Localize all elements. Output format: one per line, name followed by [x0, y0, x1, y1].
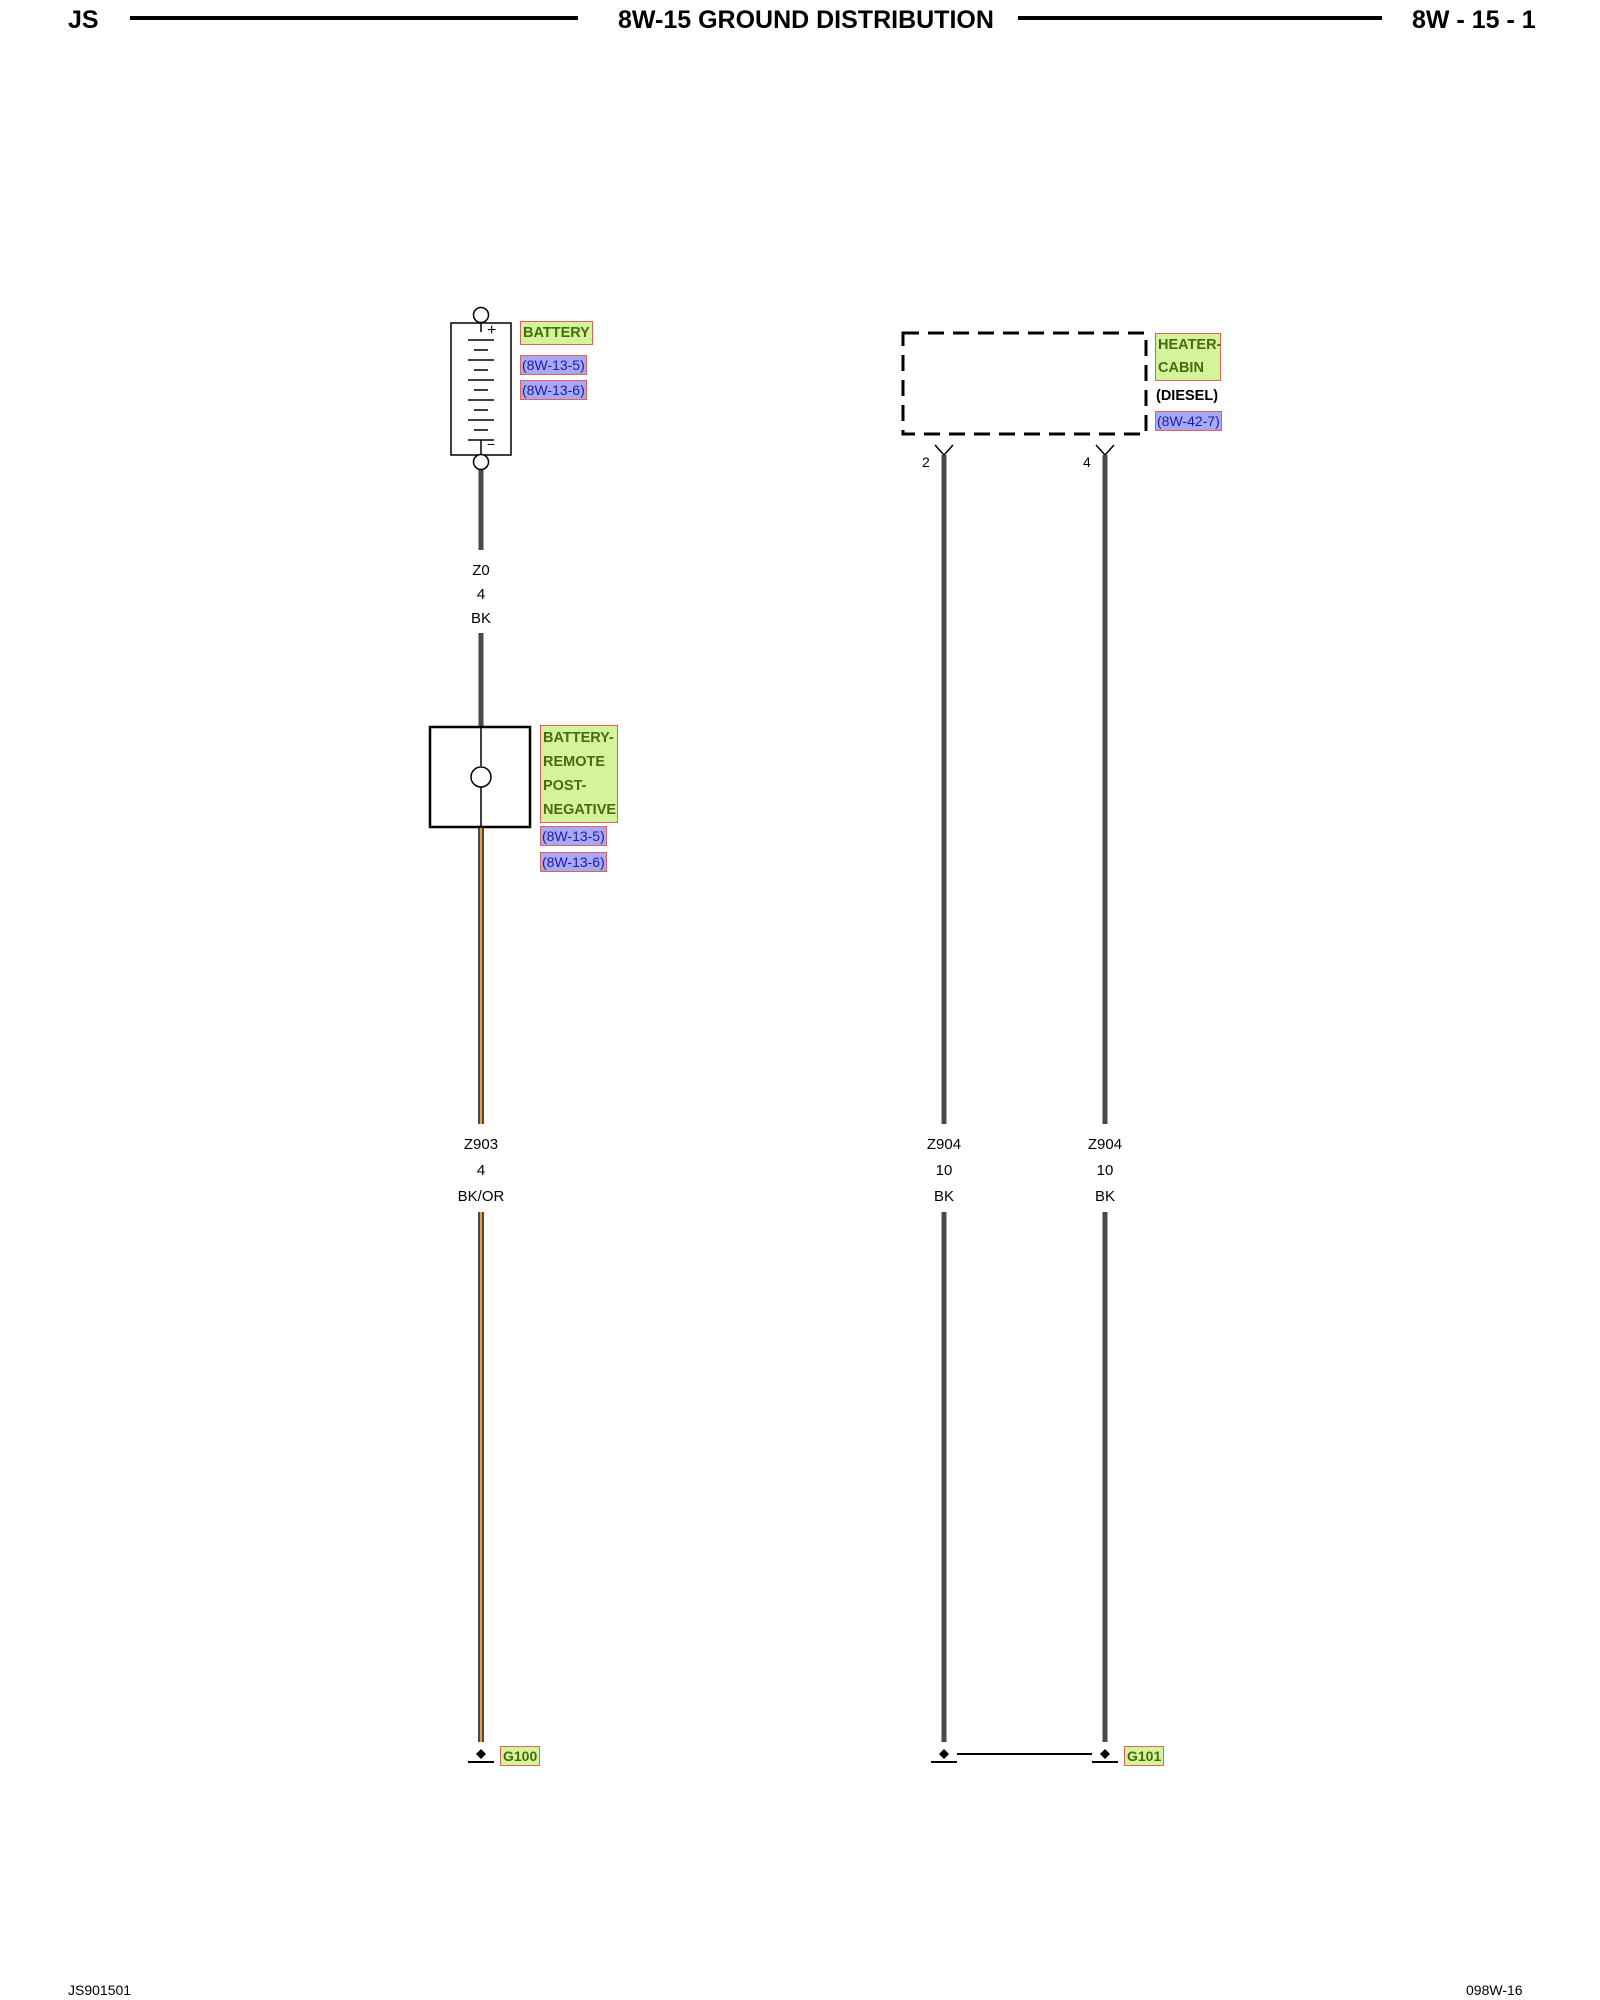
battery-plus-sign: +	[487, 322, 497, 339]
wire-z904-b-color: BK	[1094, 1188, 1115, 1205]
footer-diagram-id: JS901501	[68, 1982, 132, 1998]
heater-cabin-label[interactable]: HEATER- CABIN	[1155, 333, 1221, 381]
heater-pin-4-connector	[1095, 444, 1115, 457]
wire-z903-gauge: 4	[476, 1162, 486, 1179]
footer-revision: 098W-16	[1466, 1982, 1523, 1998]
remote-post-label-line-2: REMOTE	[543, 754, 606, 770]
heater-cabin-label-line-1: HEATER-	[1158, 337, 1222, 353]
wire-z904-a-circuit: Z904	[926, 1136, 962, 1153]
page-number: 8W - 15 - 1	[1412, 6, 1536, 34]
heater-cabin-box[interactable]	[901, 331, 1148, 436]
ground-g101-symbol[interactable]	[931, 1749, 1118, 1763]
heater-cabin-label-line-2: CABIN	[1158, 360, 1204, 376]
heater-pin-4-label: 4	[1083, 454, 1091, 470]
heater-variant-label: (DIESEL)	[1156, 388, 1219, 404]
wire-z904-b-gauge: 10	[1096, 1162, 1114, 1179]
heater-ref[interactable]: (8W-42-7)	[1155, 411, 1222, 431]
header-rule-left	[130, 16, 578, 20]
battery-symbol[interactable]	[450, 306, 512, 471]
battery-ref-1[interactable]: (8W-13-5)	[520, 355, 587, 375]
header-vehicle-code: JS	[68, 6, 99, 34]
remote-post-label-line-3: POST-	[543, 778, 587, 794]
heater-pin-2-connector	[934, 444, 954, 457]
ground-g100-label[interactable]: G100	[500, 1746, 541, 1766]
wire-z0-gauge: 4	[476, 586, 486, 603]
wire-z904-b-circuit: Z904	[1087, 1136, 1123, 1153]
remote-post-ref-1[interactable]: (8W-13-5)	[540, 826, 607, 846]
battery-label[interactable]: BATTERY	[520, 321, 593, 345]
ground-g100-symbol[interactable]	[468, 1749, 494, 1763]
wire-z903-circuit: Z903	[463, 1136, 499, 1153]
header-rule-right	[1018, 16, 1382, 20]
ground-g101-label[interactable]: G101	[1124, 1746, 1165, 1766]
wire-z903-color: BK/OR	[457, 1188, 505, 1205]
battery-ref-2[interactable]: (8W-13-6)	[520, 380, 587, 400]
wire-z0-color: BK	[470, 610, 491, 627]
wire-z904-a-gauge: 10	[935, 1162, 953, 1179]
heater-pin-2-label: 2	[922, 454, 930, 470]
battery-minus-sign: −	[487, 436, 496, 452]
remote-post-label-line-4: NEGATIVE	[543, 802, 617, 818]
remote-post-ref-2[interactable]: (8W-13-6)	[540, 852, 607, 872]
wire-z904-a-color: BK	[933, 1188, 954, 1205]
wire-z0-circuit: Z0	[472, 562, 490, 579]
page-title: 8W-15 GROUND DISTRIBUTION	[618, 6, 994, 34]
remote-post-label-line-1: BATTERY-	[543, 730, 614, 746]
battery-remote-post-symbol[interactable]	[428, 725, 532, 829]
remote-post-label[interactable]: BATTERY- REMOTE POST- NEGATIVE	[540, 725, 618, 823]
